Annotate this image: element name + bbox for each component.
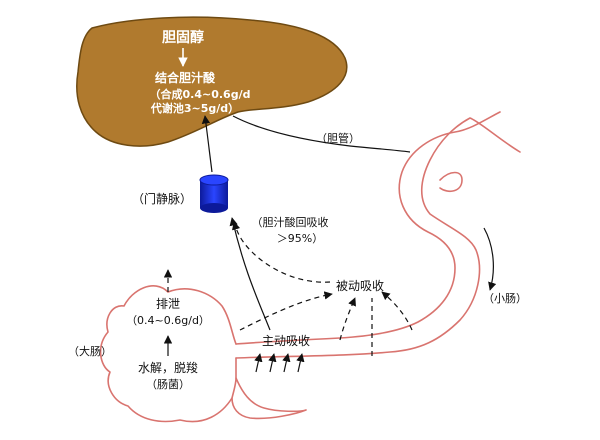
small-intestine-label: （小肠）	[483, 292, 527, 305]
bile-duct-line	[232, 115, 411, 153]
conjugated-bile-acid-label: 结合胆汁酸	[155, 70, 216, 85]
passive-to-vein-dashed	[232, 221, 331, 283]
gut-bacteria-label: （肠菌）	[146, 378, 190, 391]
large-intestine	[99, 285, 307, 423]
reabsorption-label-line2: ＞95%）	[277, 232, 323, 245]
passive-absorption-label: 被动吸收	[336, 279, 384, 293]
excretion-amount-label: （0.4~0.6g/d）	[126, 314, 210, 327]
cholesterol-label: 胆固醇	[162, 29, 204, 46]
passive-dash-from-left	[239, 291, 333, 331]
hydrolysis-label: 水解，脱羧	[138, 360, 198, 375]
metabolic-pool-label: 代谢池3~5g/d）	[150, 101, 239, 115]
passive-dash-from-right	[381, 291, 413, 331]
active-absorption-label: 主动吸收	[262, 334, 310, 348]
passive-dash-from-mid	[339, 297, 356, 341]
large-intestine-label: （大肠）	[68, 344, 112, 358]
portal-vein-cylinder	[199, 174, 229, 213]
reabsorption-label-line1: （胆汁酸回吸收	[252, 215, 329, 229]
synthesis-rate-label: （合成0.4~0.6g/d	[150, 87, 251, 101]
active-absorption-arrows	[254, 353, 305, 373]
bile-duct-label: （胆管）	[316, 131, 360, 145]
active-to-vein-line	[229, 217, 271, 331]
liver-shape	[76, 16, 348, 147]
excretion-label: 排泄	[156, 297, 180, 311]
portal-vein-label: （门静脉）	[132, 191, 192, 206]
vein-to-liver-arrow	[201, 115, 213, 173]
